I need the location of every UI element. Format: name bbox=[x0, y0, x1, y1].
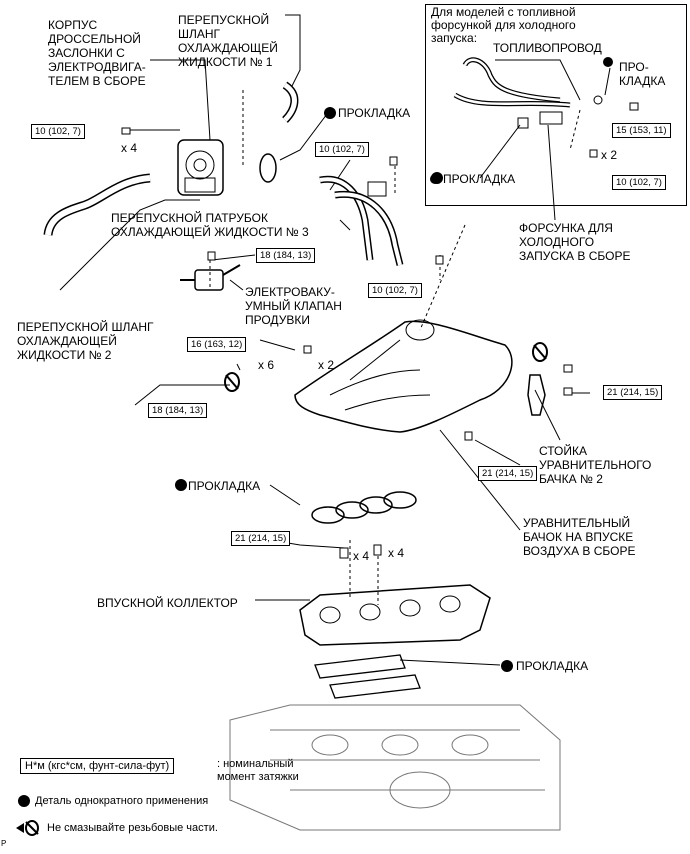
legend-single-use: Деталь однократного применения bbox=[35, 795, 209, 807]
bypass-hose-2-label: ПЕРЕПУСКНОЙ ШЛАНГ ОХЛАЖДАЮЩЕЙ ЖИДКОСТИ №… bbox=[17, 320, 154, 362]
bypass-hose-1-label: ПЕРЕПУСКНОЙ ШЛАНГ ОХЛАЖДАЮЩЕЙ ЖИДКОСТИ №… bbox=[178, 13, 278, 69]
torque-spec: 18 (184, 13) bbox=[148, 403, 208, 418]
torque-spec: 21 (214, 15) bbox=[478, 466, 538, 481]
legend-torque-desc: : номинальный момент затяжки bbox=[217, 758, 299, 783]
torque-spec: 21 (214, 15) bbox=[231, 531, 291, 546]
vacuum-valve-label: ЭЛЕКТРОВАКУ- УМНЫЙ КЛАПАН ПРОДУВКИ bbox=[245, 285, 342, 327]
quantity-label: x 2 bbox=[601, 148, 618, 162]
torque-spec: 10 (102, 7) bbox=[31, 124, 85, 139]
gasket-top-label: ПРОКЛАДКА bbox=[338, 106, 411, 120]
quantity-label: x 6 bbox=[258, 358, 275, 372]
gasket-mid-label: ПРОКЛАДКА bbox=[188, 479, 261, 493]
intake-manifold-label: ВПУСКНОЙ КОЛЛЕКТОР bbox=[97, 596, 238, 610]
cold-start-injector-label: ФОРСУНКА ДЛЯ ХОЛОДНОГО ЗАПУСКА В СБОРЕ bbox=[519, 221, 631, 263]
torque-spec: 16 (163, 12) bbox=[187, 337, 247, 352]
quantity-label: x 4 bbox=[353, 549, 370, 563]
inset-gasket2-label: ПРОКЛАДКА bbox=[430, 172, 515, 186]
legend-no-lube: Не смазывайте резьбовые части. bbox=[47, 822, 218, 834]
throttle-body-label: КОРПУС ДРОССЕЛЬНОЙ ЗАСЛОНКИ С ЭЛЕКТРОДВИ… bbox=[48, 18, 146, 88]
torque-spec: 18 (184, 13) bbox=[256, 248, 316, 263]
single-use-icon bbox=[430, 174, 440, 184]
page-mark: P bbox=[1, 839, 7, 848]
bypass-pipe-3-label: ПЕРЕПУСКНОЙ ПАТРУБОК ОХЛАЖДАЮЩЕЙ ЖИДКОСТ… bbox=[111, 211, 309, 239]
surge-tank-stay-label: СТОЙКА УРАВНИТЕЛЬНОГО БАЧКА № 2 bbox=[539, 444, 652, 486]
surge-tank-label: УРАВНИТЕЛЬНЫЙ БАЧОК НА ВПУСКЕ ВОЗДУХА В … bbox=[523, 516, 636, 558]
fuel-pipe-label: ТОПЛИВОПРОВОД bbox=[493, 41, 602, 55]
torque-spec: 10 (102, 7) bbox=[612, 175, 666, 190]
inset-gasket-label: ПРО- КЛАДКА bbox=[619, 60, 666, 88]
gasket-bottom-label: ПРОКЛАДКА bbox=[516, 659, 589, 673]
inset-title: Для моделей с топливной форсункой для хо… bbox=[431, 5, 576, 45]
torque-spec: 15 (153, 11) bbox=[612, 123, 671, 138]
torque-spec: 10 (102, 7) bbox=[368, 283, 422, 298]
cold-start-inset bbox=[425, 4, 687, 206]
quantity-label: x 2 bbox=[318, 358, 335, 372]
quantity-label: x 4 bbox=[121, 141, 138, 155]
legend-torque-unit: Н*м (кгс*см, фунт-сила-фут) bbox=[20, 758, 175, 774]
torque-spec: 10 (102, 7) bbox=[315, 142, 369, 157]
torque-spec: 21 (214, 15) bbox=[603, 385, 663, 400]
quantity-label: x 4 bbox=[388, 546, 405, 560]
